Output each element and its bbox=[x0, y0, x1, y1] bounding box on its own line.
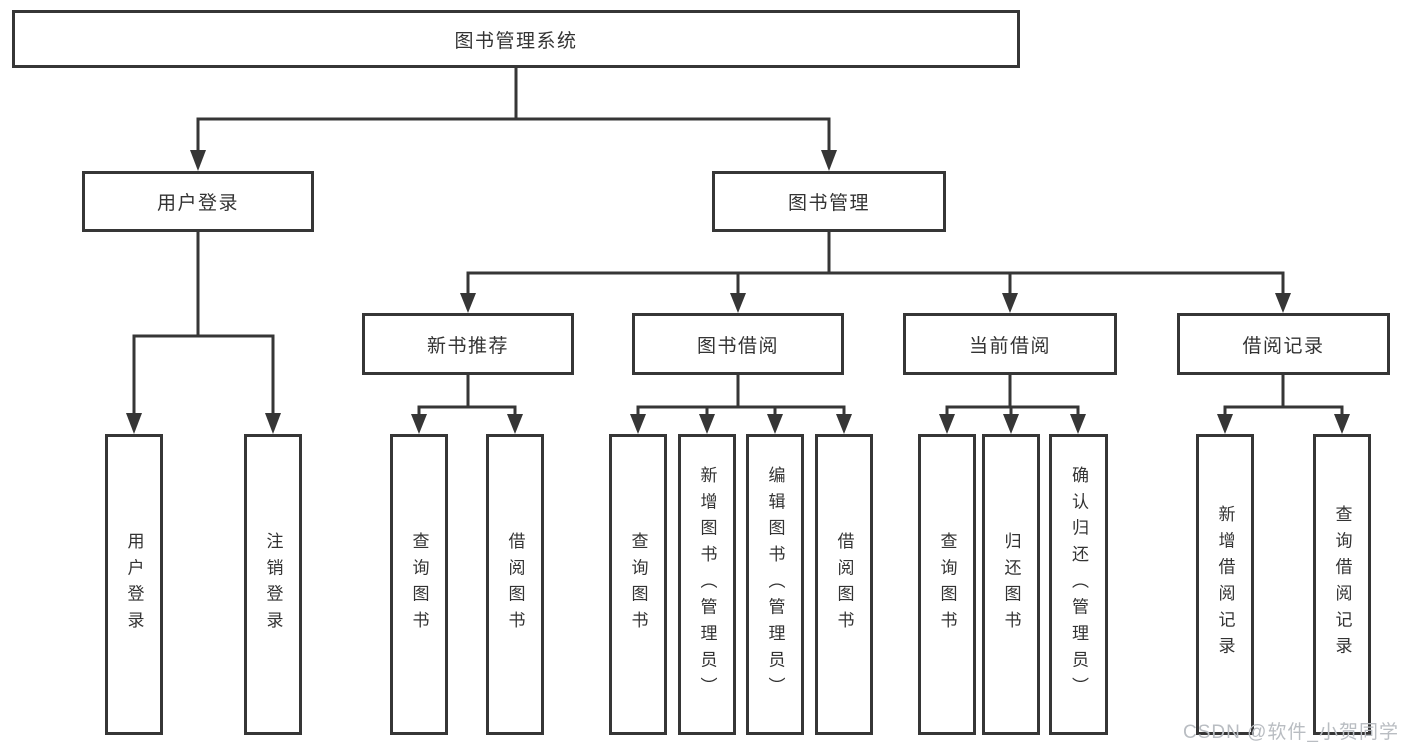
node-new-book-recommendation: 新书推荐 bbox=[362, 313, 574, 375]
leaf-query-books-current: 查询图书 bbox=[918, 434, 976, 735]
leaf-query-borrow-record: 查询借阅记录 bbox=[1313, 434, 1371, 735]
node-borrowing-records: 借阅记录 bbox=[1177, 313, 1390, 375]
node-book-borrowing: 图书借阅 bbox=[632, 313, 844, 375]
leaf-edit-books-admin: 编辑图书（管理员） bbox=[746, 434, 804, 735]
leaf-confirm-return-admin: 确认归还（管理员） bbox=[1049, 434, 1108, 735]
leaf-borrow-books-recommend: 借阅图书 bbox=[486, 434, 544, 735]
node-current-borrowing: 当前借阅 bbox=[903, 313, 1117, 375]
leaf-logout: 注销登录 bbox=[244, 434, 302, 735]
node-library-management-system: 图书管理系统 bbox=[12, 10, 1020, 68]
leaf-query-books-borrow: 查询图书 bbox=[609, 434, 667, 735]
leaf-add-books-admin: 新增图书（管理员） bbox=[678, 434, 736, 735]
leaf-borrow-books: 借阅图书 bbox=[815, 434, 873, 735]
leaf-add-borrow-record: 新增借阅记录 bbox=[1196, 434, 1254, 735]
leaf-query-books-recommend: 查询图书 bbox=[390, 434, 448, 735]
leaf-return-books: 归还图书 bbox=[982, 434, 1040, 735]
node-book-management-branch: 图书管理 bbox=[712, 171, 946, 232]
csdn-watermark: CSDN @软件_小贺同学 bbox=[1183, 722, 1399, 743]
leaf-user-login: 用户登录 bbox=[105, 434, 163, 735]
node-user-login-branch: 用户登录 bbox=[82, 171, 314, 232]
